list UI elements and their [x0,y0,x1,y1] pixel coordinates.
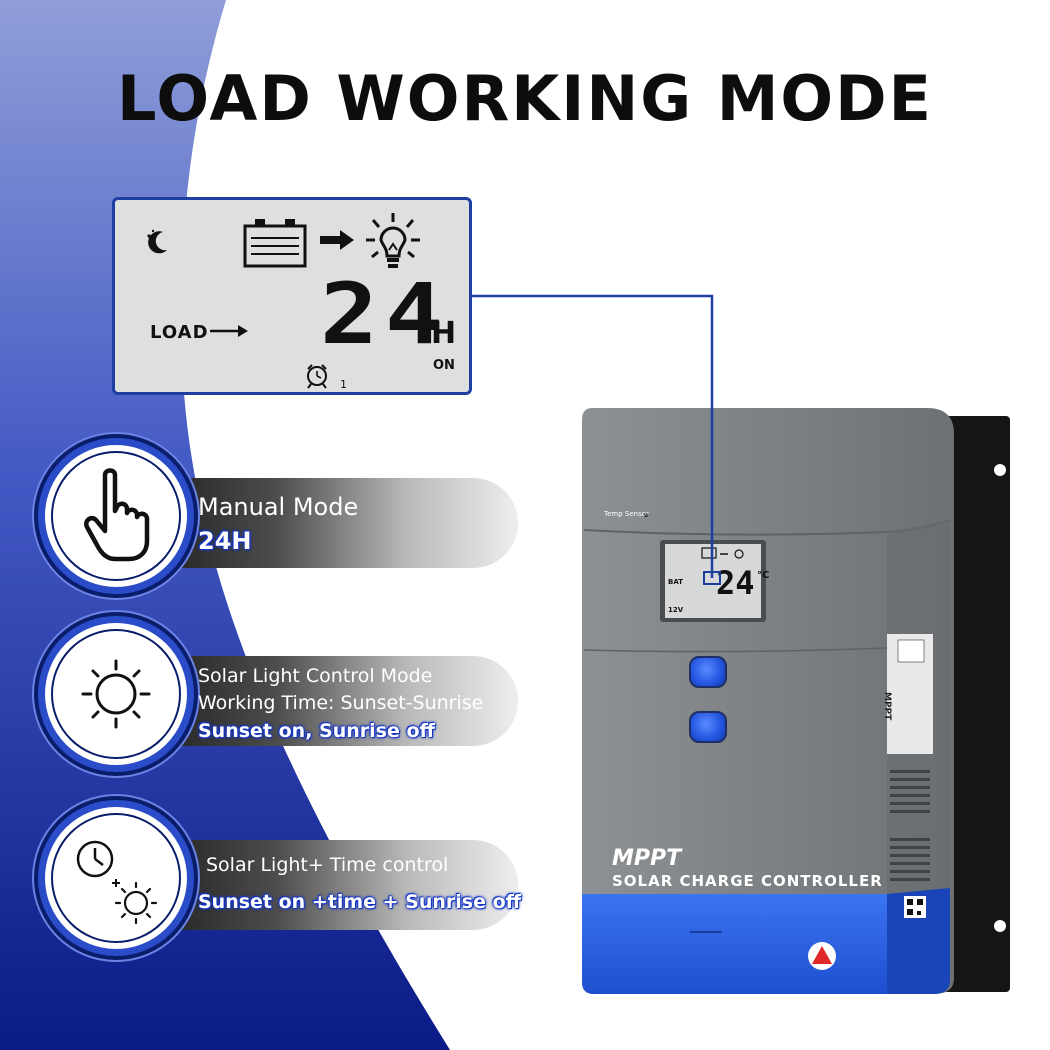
lcd-display: LOAD 24 H ON 1 [112,197,472,395]
temp-sensor-label: Temp Sensor [604,510,649,518]
lcd-timer-number: 1 [340,378,347,391]
lcd-hours-unit: H [431,316,457,351]
solar-charge-controller-device: Temp Sensor BAT 12V 24 °C MPPT SOLAR CHA… [582,408,1012,998]
battery-icon [243,219,307,268]
mode-icon-circle [38,616,194,772]
mode-pill [148,840,518,930]
lcd-hours-value: 24 [320,265,451,363]
sun-icon [81,659,151,729]
device-button-down[interactable] [689,711,727,743]
lcd-load-label: LOAD [150,322,209,343]
hand-pointer-icon [84,468,150,562]
mode-title: Solar Light+ Time control [206,854,449,876]
device-button-up[interactable] [689,656,727,688]
clock-icon [76,840,114,878]
light-bulb-icon [366,213,420,268]
alarm-clock-icon [307,364,327,389]
mode-icon-circle [38,800,194,956]
mode-pill [148,478,518,568]
device-brand: MPPT [612,846,682,871]
lcd-state: ON [433,358,455,373]
mode-detail: Sunset on +time + Sunrise off [198,891,522,913]
device-screen-voltage: 12V [668,606,684,614]
device-product-name: SOLAR CHARGE CONTROLLER [612,872,883,890]
device-screen-bat: BAT [668,578,683,586]
mode-icon-circle [38,438,194,594]
lcd-icons [147,213,420,389]
plus-icon [112,879,120,887]
mode-detail: 24H [198,527,252,555]
mode-working-time: Working Time: Sunset-Sunrise [198,692,484,714]
device-screen-value: 24 [716,564,755,602]
page-title: LOAD WORKING MODE [117,62,933,135]
mode-title: Manual Mode [198,493,359,521]
mode-pill [148,656,518,746]
small-sun-icon [114,881,158,925]
night-moon-icon [147,229,167,254]
mode-title: Solar Light Control Mode [198,665,433,687]
device-side-label: MPPT [882,692,892,721]
arrow-right-icon [320,230,354,250]
device-body [582,408,1010,994]
load-arrow-icon [210,325,248,337]
mode-detail: Sunset on, Sunrise off [198,720,435,742]
device-screen-unit: °C [757,570,770,581]
clock-plus-sun-icon [76,840,158,925]
